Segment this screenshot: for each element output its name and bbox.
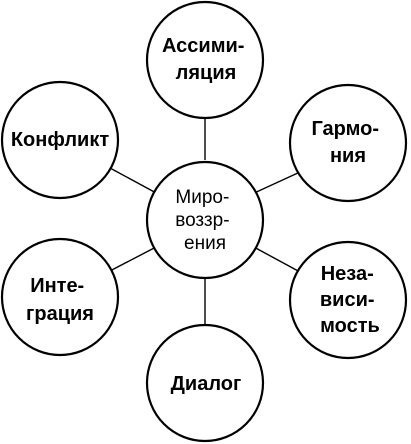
svg-text:Конфликт: Конфликт bbox=[11, 129, 110, 151]
center-node-worldview: Миро- воззр- ения bbox=[145, 160, 265, 280]
center-line-3: ения bbox=[184, 233, 226, 254]
node-assimilation: Ассими- ляция bbox=[145, 0, 265, 120]
node-dialogue: Диалог bbox=[145, 323, 265, 443]
node-independence: Неза- виси- мость bbox=[288, 240, 408, 360]
svg-text:Ассими- ляция: Ассими- ляция bbox=[162, 35, 250, 84]
node-assimilation-line-2: ляция bbox=[176, 62, 237, 84]
node-conflict-line-1: Конфликт bbox=[11, 129, 110, 151]
center-line-1: Миро- bbox=[175, 187, 229, 208]
svg-text:Инте- грация: Инте- грация bbox=[26, 275, 94, 325]
node-harmony-line-2: ния bbox=[330, 145, 366, 167]
svg-text:Гармо- ния: Гармо- ния bbox=[311, 118, 384, 167]
node-dialogue-line-1: Диалог bbox=[171, 373, 242, 395]
node-integration: Инте- грация bbox=[0, 237, 120, 357]
node-assimilation-line-1: Ассими- bbox=[162, 35, 244, 57]
svg-text:Диалог: Диалог bbox=[171, 373, 242, 395]
svg-text:Миро- воззр- ения: Миро- воззр- ения bbox=[175, 187, 235, 254]
node-harmony: Гармо- ния bbox=[288, 83, 408, 203]
node-independence-line-1: Неза- bbox=[321, 263, 374, 285]
center-line-2: воззр- bbox=[175, 210, 229, 231]
svg-text:Неза- виси- мость: Неза- виси- мость bbox=[320, 263, 380, 337]
node-harmony-line-1: Гармо- bbox=[311, 118, 379, 140]
node-independence-line-2: виси- bbox=[320, 289, 375, 311]
node-integration-line-1: Инте- bbox=[30, 275, 84, 297]
node-conflict: Конфликт bbox=[0, 80, 120, 200]
node-integration-line-2: грация bbox=[26, 303, 94, 325]
node-independence-line-3: мость bbox=[320, 315, 380, 337]
connector-independence bbox=[251, 245, 301, 273]
connector-conflict bbox=[109, 167, 159, 195]
connector-integration bbox=[107, 245, 159, 273]
connector-harmony bbox=[251, 171, 301, 195]
